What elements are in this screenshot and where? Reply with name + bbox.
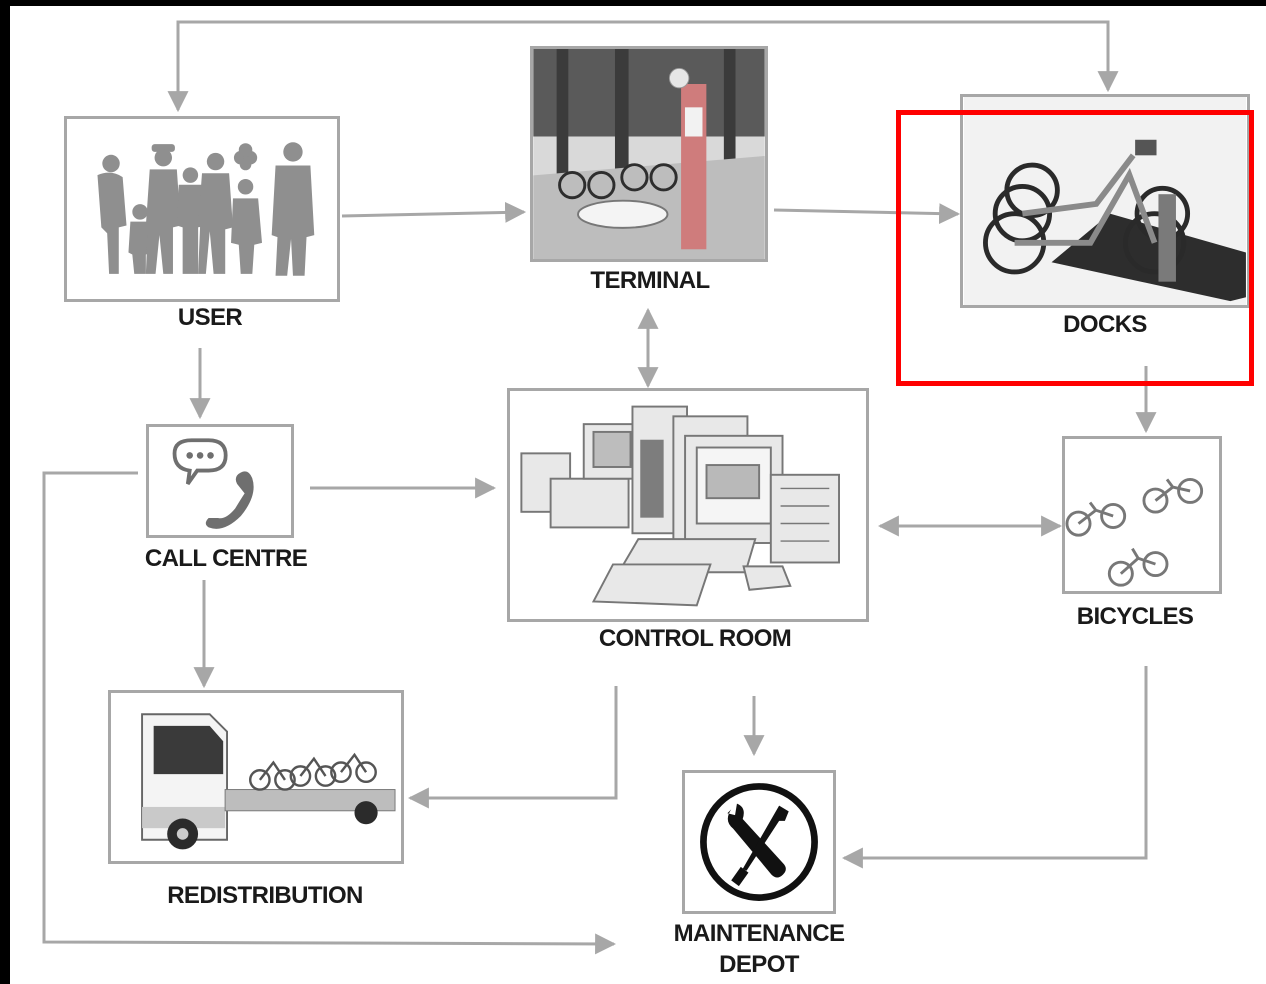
people-silhouette-icon [67,119,337,299]
arrow-control-redistribution [410,686,616,798]
arrow-bicycles-maintenance [844,666,1146,858]
maintenance-depot-label-line2: DEPOT [634,949,884,980]
maintenance-depot-label-line1: MAINTENANCE [634,918,884,949]
control-room-box[interactable] [507,388,869,622]
arrow-user-terminal [342,212,524,216]
maintenance-depot-label: MAINTENANCE DEPOT [634,918,884,980]
diagram-canvas: USER TERMINAL [10,6,1266,984]
wrench-screwdriver-icon [685,773,833,911]
user-label: USER [130,302,290,333]
call-centre-label: CALL CENTRE [126,543,326,574]
docks-highlight-box [896,110,1254,386]
bicycles-box[interactable] [1062,436,1222,594]
computer-equipment-icon [510,391,866,619]
user-box[interactable] [64,116,340,302]
bicycles-label: BICYCLES [1060,601,1210,632]
truck-with-bicycles-icon [111,693,401,861]
redistribution-label: REDISTRIBUTION [140,880,390,911]
terminal-label: TERMINAL [570,265,730,296]
bike-terminal-photo [533,49,765,259]
chat-phone-icon [149,427,291,535]
maintenance-depot-box[interactable] [682,770,836,914]
bicycles-icon [1065,439,1219,591]
control-room-label: CONTROL ROOM [570,623,820,654]
call-centre-box[interactable] [146,424,294,538]
redistribution-box[interactable] [108,690,404,864]
terminal-box[interactable] [530,46,768,262]
